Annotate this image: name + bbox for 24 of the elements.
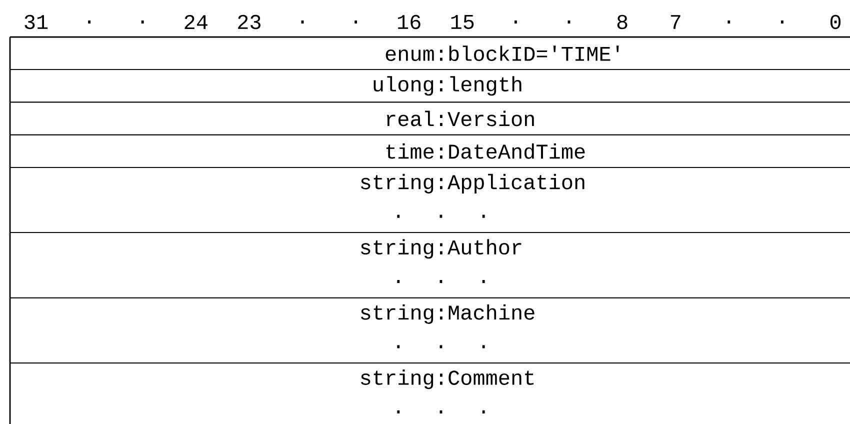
bit-number: . xyxy=(354,20,357,24)
bit-number: . xyxy=(568,20,570,24)
bit-number: 8 xyxy=(617,14,628,30)
bit-number: 24 xyxy=(184,14,208,30)
bit-number: . xyxy=(88,20,90,24)
bit-number: . xyxy=(514,20,517,24)
field-row: string:Author . . . xyxy=(9,232,850,298)
bit-number: . xyxy=(781,20,784,24)
bit-number: 23 xyxy=(238,14,260,30)
field-row: real:Version xyxy=(9,102,850,136)
bit-number: . xyxy=(141,20,144,24)
bit-number: . xyxy=(728,20,730,24)
bit-number: 31 xyxy=(24,14,48,30)
field-row: ulong:length xyxy=(9,70,850,103)
bit-number: 7 xyxy=(670,15,680,29)
bit-number: 0 xyxy=(830,14,841,30)
bit-number: 15 xyxy=(451,14,474,30)
bit-number: 16 xyxy=(398,14,420,30)
field-row: string:Comment . . . xyxy=(9,363,534,424)
field-row: string:Application . . . xyxy=(9,167,850,234)
bit-number: . xyxy=(301,20,304,24)
field-row: enum:blockID='TIME' xyxy=(9,36,850,70)
field-row: string:Machine . . . xyxy=(9,298,850,364)
field-row: time:DateAndTime xyxy=(9,134,850,168)
